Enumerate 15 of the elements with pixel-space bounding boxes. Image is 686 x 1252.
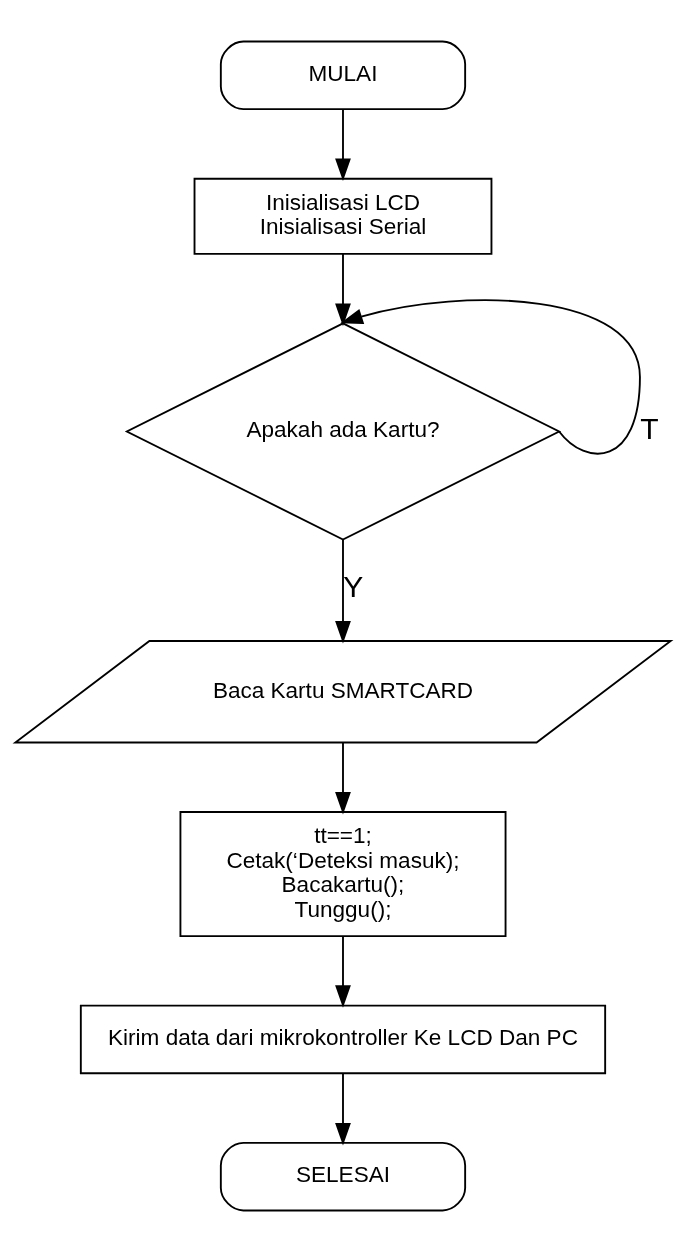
edge-label: T <box>640 411 659 445</box>
arrow <box>335 935 351 1008</box>
node-box: SELESAI <box>219 1141 467 1212</box>
node-box: Kirim data dari mikrokontroller Ke LCD Dan PC <box>79 1004 607 1075</box>
arrow <box>340 299 641 455</box>
arrow <box>335 1072 351 1146</box>
node-box: Inisialisasi LCD Inisialisasi Serial <box>193 177 493 255</box>
node-box: tt==1; Cetak(‘Deteksi masuk); Bacakartu(); Tunggu(); <box>179 811 507 938</box>
arrow <box>335 741 351 815</box>
arrow <box>335 539 351 644</box>
node-box: MULAI <box>219 40 467 111</box>
node-diamond: Apakah ada Kartu? <box>124 322 562 541</box>
edge-label: Y <box>343 570 364 604</box>
arrow <box>335 108 351 182</box>
arrow <box>335 253 351 327</box>
